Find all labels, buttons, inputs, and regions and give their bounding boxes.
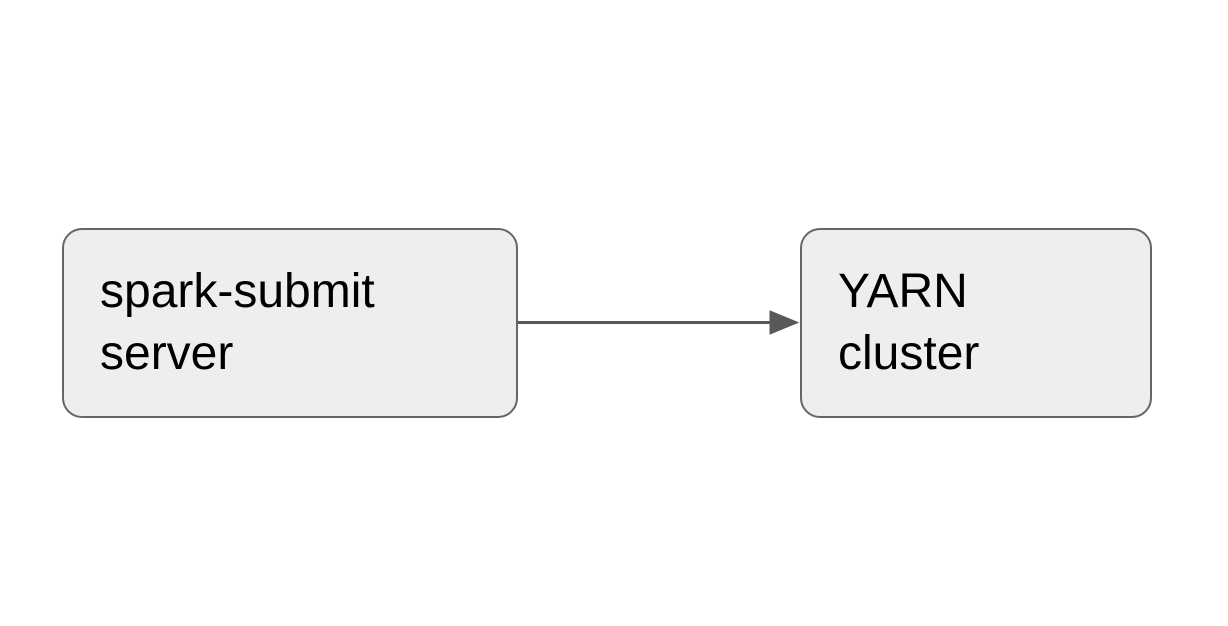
edge-spark-submit-server-to-yarn-cluster[interactable] (518, 310, 800, 335)
node-label-line2: cluster (838, 327, 980, 380)
arrowhead-icon (769, 310, 800, 335)
node-label-line1: spark-submit (100, 265, 375, 318)
node-label-line2: server (100, 327, 234, 380)
node-spark-submit-server[interactable]: spark-submit server (62, 228, 518, 418)
node-yarn-cluster[interactable]: YARN cluster (800, 228, 1152, 418)
node-label-line1: YARN (838, 265, 968, 318)
